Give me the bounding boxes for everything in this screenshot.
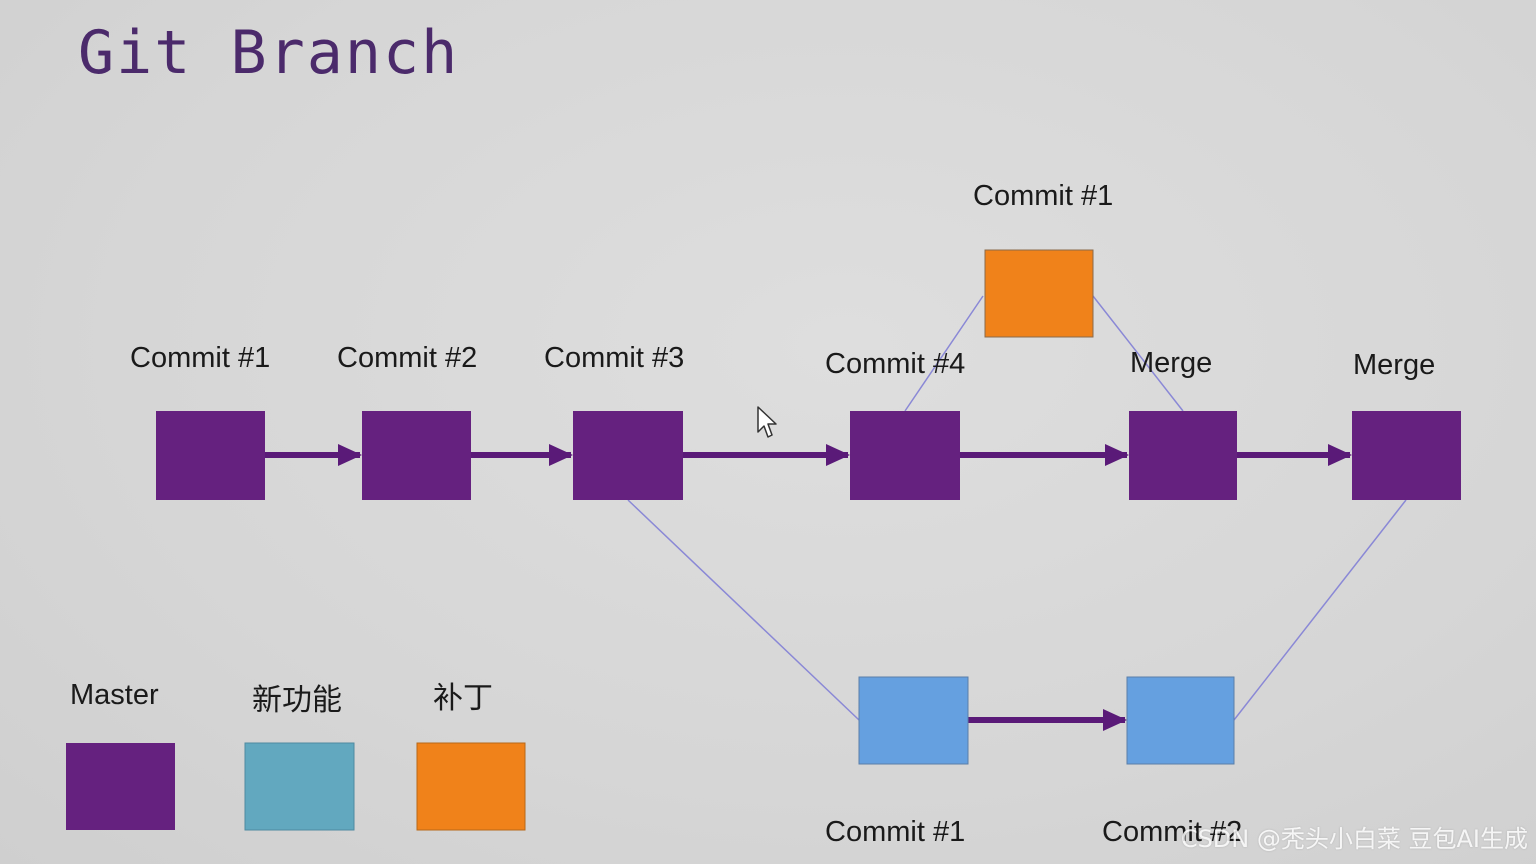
feature-commit-label: Commit #1 — [825, 816, 965, 848]
master-commit-label: Commit #1 — [130, 342, 270, 374]
hotfix-commit-label: Commit #1 — [973, 180, 1113, 212]
legend-label-feature: 新功能 — [252, 683, 342, 718]
hotfix-commit-box — [984, 249, 1094, 338]
legend-label-master: Master — [70, 679, 159, 711]
slide-title: Git Branch — [78, 18, 460, 88]
legend-swatch-master — [66, 743, 175, 830]
legend-swatch-feature — [244, 742, 355, 831]
master-commit-box — [362, 411, 471, 500]
legend-label-hotfix: 补丁 — [433, 681, 493, 716]
master-commit-label: Commit #4 — [825, 348, 965, 380]
master-commit-label: Commit #3 — [544, 342, 684, 374]
master-merge-label: Merge — [1130, 347, 1212, 379]
branch-line-commit3-to-feature — [627, 499, 860, 721]
master-merge-box — [1129, 411, 1237, 500]
feature-commit-box — [858, 676, 969, 765]
watermark: CSDN @秃头小白菜 豆包AI生成 — [1180, 825, 1528, 853]
master-commit-box — [573, 411, 683, 500]
branch-line-feature-to-merge — [1233, 499, 1407, 721]
master-commit-label: Commit #2 — [337, 342, 477, 374]
branch-line-hotfix-to-merge — [1092, 295, 1184, 412]
legend-swatch-hotfix — [416, 742, 526, 831]
feature-commit-label: Commit #2 — [1102, 816, 1242, 848]
master-merge-box — [1352, 411, 1461, 500]
master-commit-box — [850, 411, 960, 500]
branch-line-commit4-to-hotfix — [904, 295, 984, 412]
master-merge-label: Merge — [1353, 349, 1435, 381]
feature-commit-box — [1126, 676, 1235, 765]
mouse-cursor-icon — [757, 406, 777, 438]
master-commit-box — [156, 411, 265, 500]
